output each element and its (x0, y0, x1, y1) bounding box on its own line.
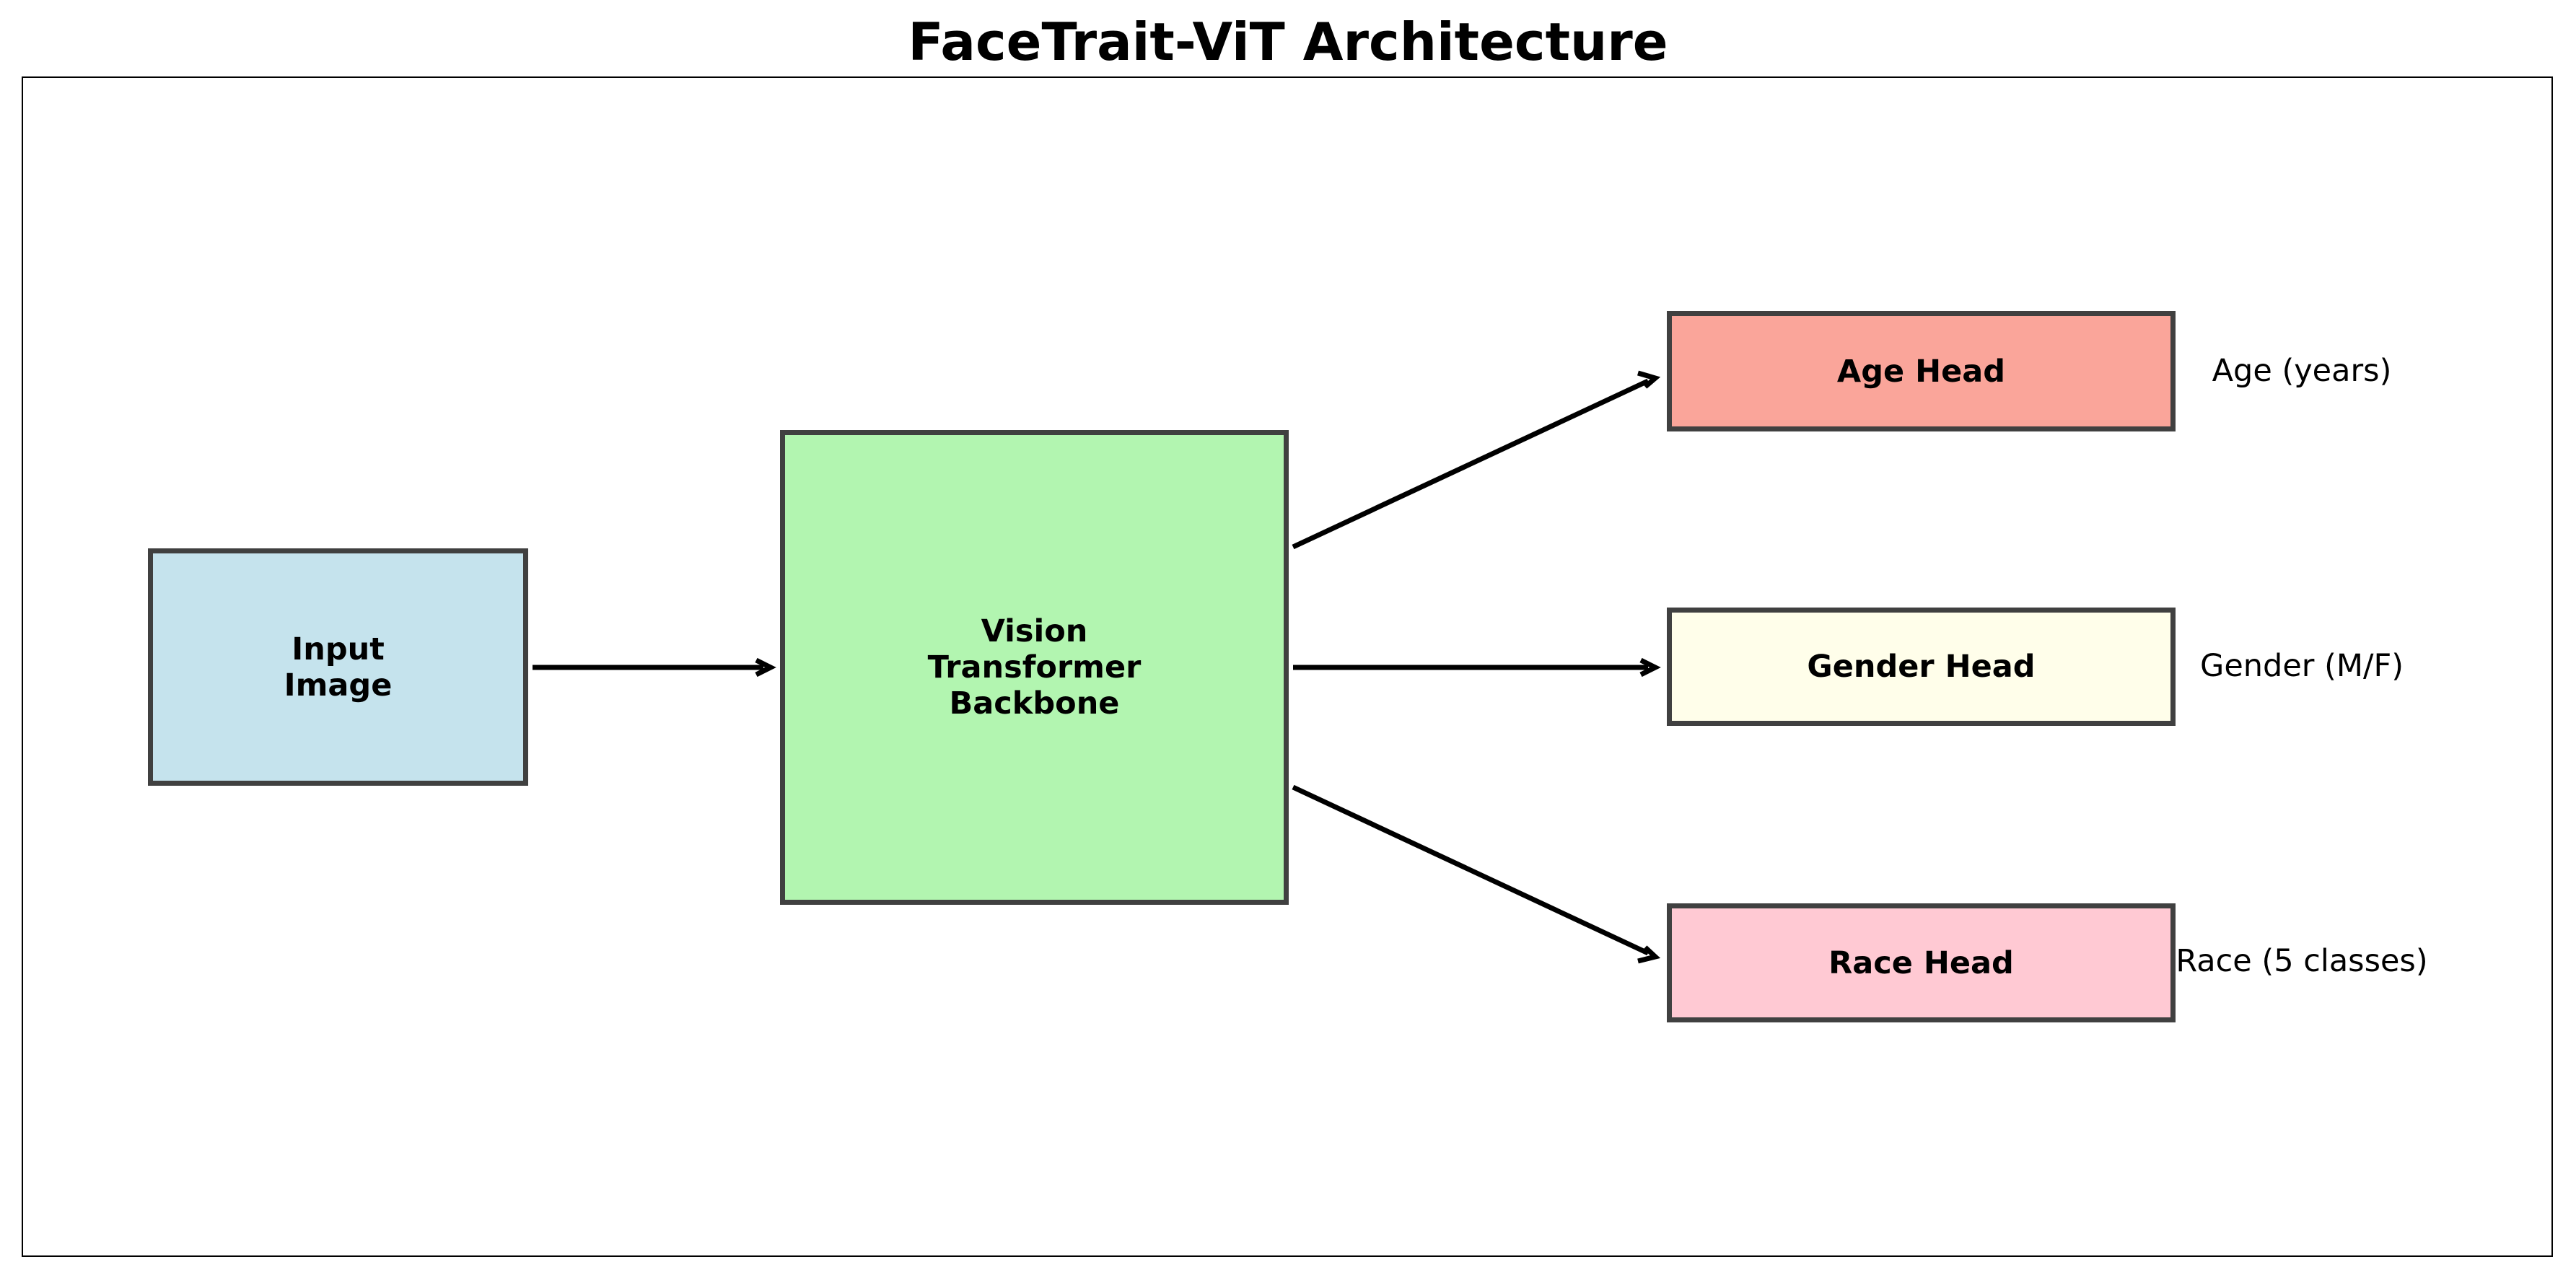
race-output-label: Race (5 classes) (2176, 943, 2428, 979)
input-image-node: Input Image (148, 548, 528, 786)
gender-output-label: Gender (M/F) (2200, 648, 2404, 684)
age-head-node: Age Head (1667, 311, 2176, 431)
gender-head-node: Gender Head (1667, 608, 2176, 726)
diagram-frame (22, 76, 2553, 1257)
vision-transformer-backbone-node: Vision Transformer Backbone (780, 430, 1289, 905)
diagram-title: FaceTrait-ViT Architecture (908, 12, 1668, 72)
race-head-node: Race Head (1667, 903, 2176, 1022)
age-output-label: Age (years) (2212, 353, 2392, 389)
